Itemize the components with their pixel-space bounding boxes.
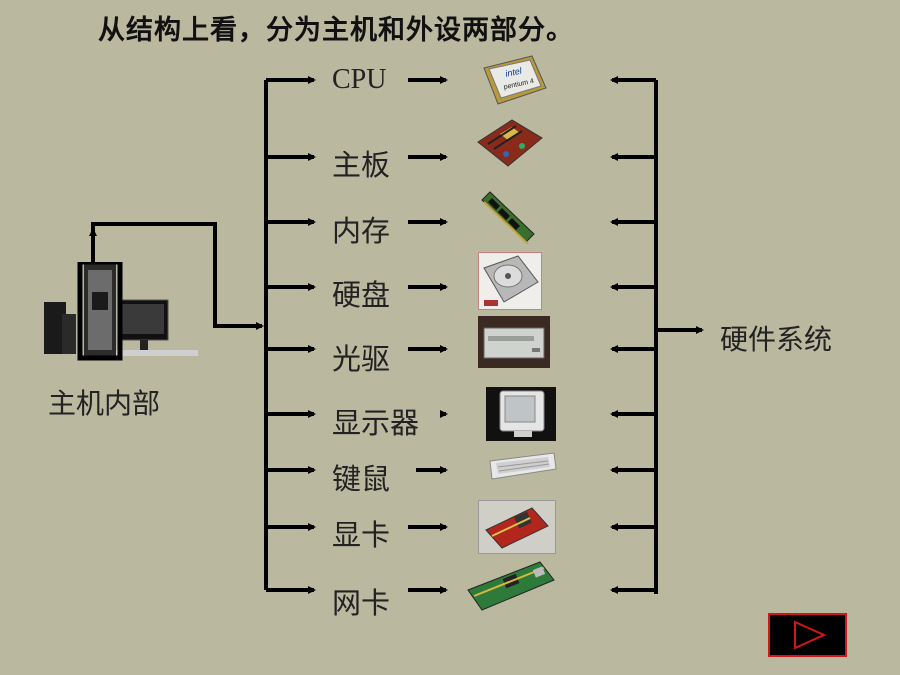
component-label-monitor: 显示器 <box>332 406 420 440</box>
component-label-hard-disk: 硬盘 <box>332 278 391 312</box>
graphics-card-icon <box>478 500 556 554</box>
motherboard-icon <box>477 119 543 167</box>
monitor-icon <box>486 387 556 441</box>
page-title: 从结构上看，分为主机和外设两部分。 <box>98 15 574 46</box>
component-label-network-card: 网卡 <box>332 586 391 620</box>
component-label-motherboard: 主板 <box>332 148 391 182</box>
component-label-graphics-card: 显卡 <box>332 518 391 552</box>
host-computer-icon <box>44 262 198 361</box>
host-label: 主机内部 <box>48 387 161 420</box>
next-slide-button[interactable] <box>768 613 847 657</box>
keyboard-icon <box>489 452 557 480</box>
component-label-cpu: CPU <box>332 64 387 95</box>
hard-disk-icon <box>478 252 542 310</box>
optical-drive-icon <box>478 316 550 368</box>
component-label-keyboard-mouse: 键鼠 <box>332 462 391 496</box>
network-card-icon <box>467 561 555 611</box>
memory-stick-icon <box>481 191 535 244</box>
cpu-chip-icon: intel pentium 4 <box>483 55 547 105</box>
cpu-brand-text: intel <box>504 65 523 78</box>
component-label-memory: 内存 <box>332 214 391 248</box>
component-label-optical-drive: 光驱 <box>332 342 391 376</box>
hardware-system-label: 硬件系统 <box>720 323 833 356</box>
play-triangle-icon <box>794 620 827 650</box>
